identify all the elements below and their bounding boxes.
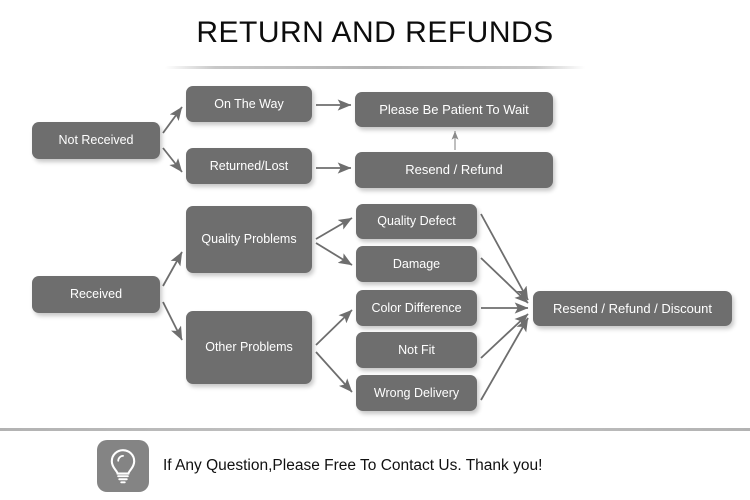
edge-received-to-quality-problems [162,251,183,287]
edge-quality-problems-to-quality-defect [315,217,353,240]
node-returned-lost[interactable]: Returned/Lost [186,148,312,184]
node-please-be-patient-to-wait[interactable]: Please Be Patient To Wait [355,92,553,127]
edge-not-received-to-on-the-way [162,106,183,134]
node-not-received[interactable]: Not Received [32,122,160,159]
lightbulb-icon [97,440,149,492]
node-wrong-delivery[interactable]: Wrong Delivery [356,375,477,411]
edge-damage-to-resend-refund-discount [480,257,529,304]
footer: If Any Question,Please Free To Contact U… [0,432,750,500]
flowchart-connectors [162,99,529,401]
edge-not-received-to-returned-lost [162,147,183,173]
edge-not-fit-to-resend-refund-discount [480,313,529,359]
node-quality-problems[interactable]: Quality Problems [186,206,312,273]
edge-wrong-delivery-to-resend-refund-discount [480,317,529,401]
footer-message: If Any Question,Please Free To Contact U… [163,457,543,474]
page-title: RETURN AND REFUNDS [196,16,554,49]
node-resend-refund[interactable]: Resend / Refund [355,152,553,188]
edge-other-problems-to-color-difference [315,309,353,346]
node-quality-defect[interactable]: Quality Defect [356,204,477,239]
edge-quality-problems-to-damage [315,242,353,266]
node-other-problems[interactable]: Other Problems [186,311,312,384]
edge-received-to-other-problems [162,301,183,341]
node-received[interactable]: Received [32,276,160,313]
node-on-the-way[interactable]: On The Way [186,86,312,122]
node-color-difference[interactable]: Color Difference [356,290,477,326]
edge-quality-defect-to-resend-refund-discount [480,213,529,301]
flowchart: Not Received On The Way Returned/Lost Pl… [32,86,732,411]
node-not-fit[interactable]: Not Fit [356,332,477,368]
edge-other-problems-to-wrong-delivery [315,351,353,393]
title-divider [165,66,585,69]
node-resend-refund-discount[interactable]: Resend / Refund / Discount [533,291,732,326]
footer-divider [0,428,750,431]
node-damage[interactable]: Damage [356,246,477,282]
